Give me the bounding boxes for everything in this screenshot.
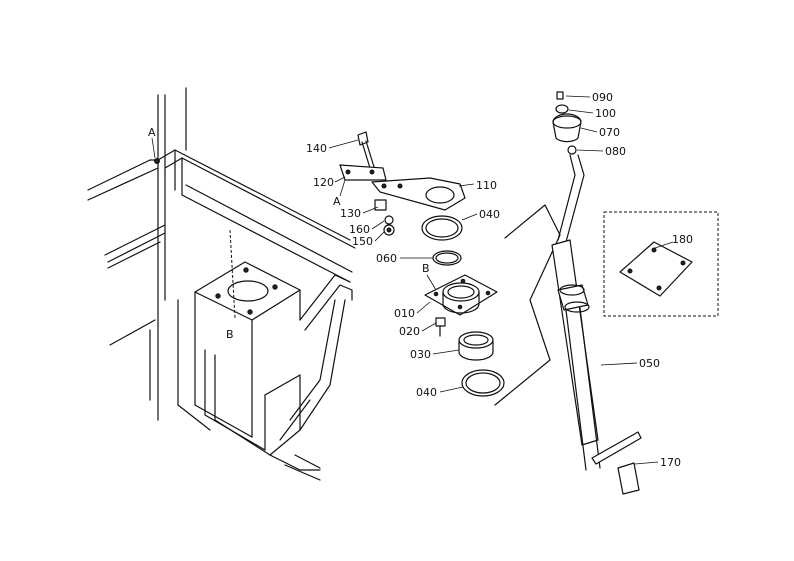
callout-060: 060 <box>376 252 397 265</box>
callout-150: 150 <box>352 235 373 248</box>
ref-mark-a-frame: A <box>148 126 156 139</box>
bushing-030 <box>458 331 494 361</box>
callout-080: 080 <box>605 145 626 158</box>
ref-mark-b-bracket: B <box>422 262 430 275</box>
callout-050: 050 <box>639 357 660 370</box>
callout-040-lower: 040 <box>416 386 437 399</box>
leader-lines <box>328 95 674 465</box>
bolt-020 <box>435 317 446 337</box>
ring-060 <box>432 250 462 266</box>
callout-110: 110 <box>476 179 497 192</box>
callout-130: 130 <box>340 207 361 220</box>
housing-010 <box>424 274 498 316</box>
item-180-inset <box>603 211 719 317</box>
callout-100: 100 <box>595 107 616 120</box>
callout-170: 170 <box>660 456 681 469</box>
callout-160: 160 <box>349 223 370 236</box>
snap-ring-upper <box>421 215 463 241</box>
callout-030: 030 <box>410 348 431 361</box>
callout-090: 090 <box>592 91 613 104</box>
callout-040-upper: 040 <box>479 208 500 221</box>
callout-120: 120 <box>313 176 334 189</box>
snap-ring-lower <box>461 369 505 397</box>
callout-140: 140 <box>306 142 327 155</box>
callout-020: 020 <box>399 325 420 338</box>
callout-180: 180 <box>672 233 693 246</box>
frame-structure <box>87 87 356 481</box>
ref-mark-a-bracket: A <box>333 195 341 208</box>
ref-mark-b-frame: B <box>226 328 234 341</box>
callout-070: 070 <box>599 126 620 139</box>
shift-lever-assembly <box>551 91 642 495</box>
callout-010: 010 <box>394 307 415 320</box>
